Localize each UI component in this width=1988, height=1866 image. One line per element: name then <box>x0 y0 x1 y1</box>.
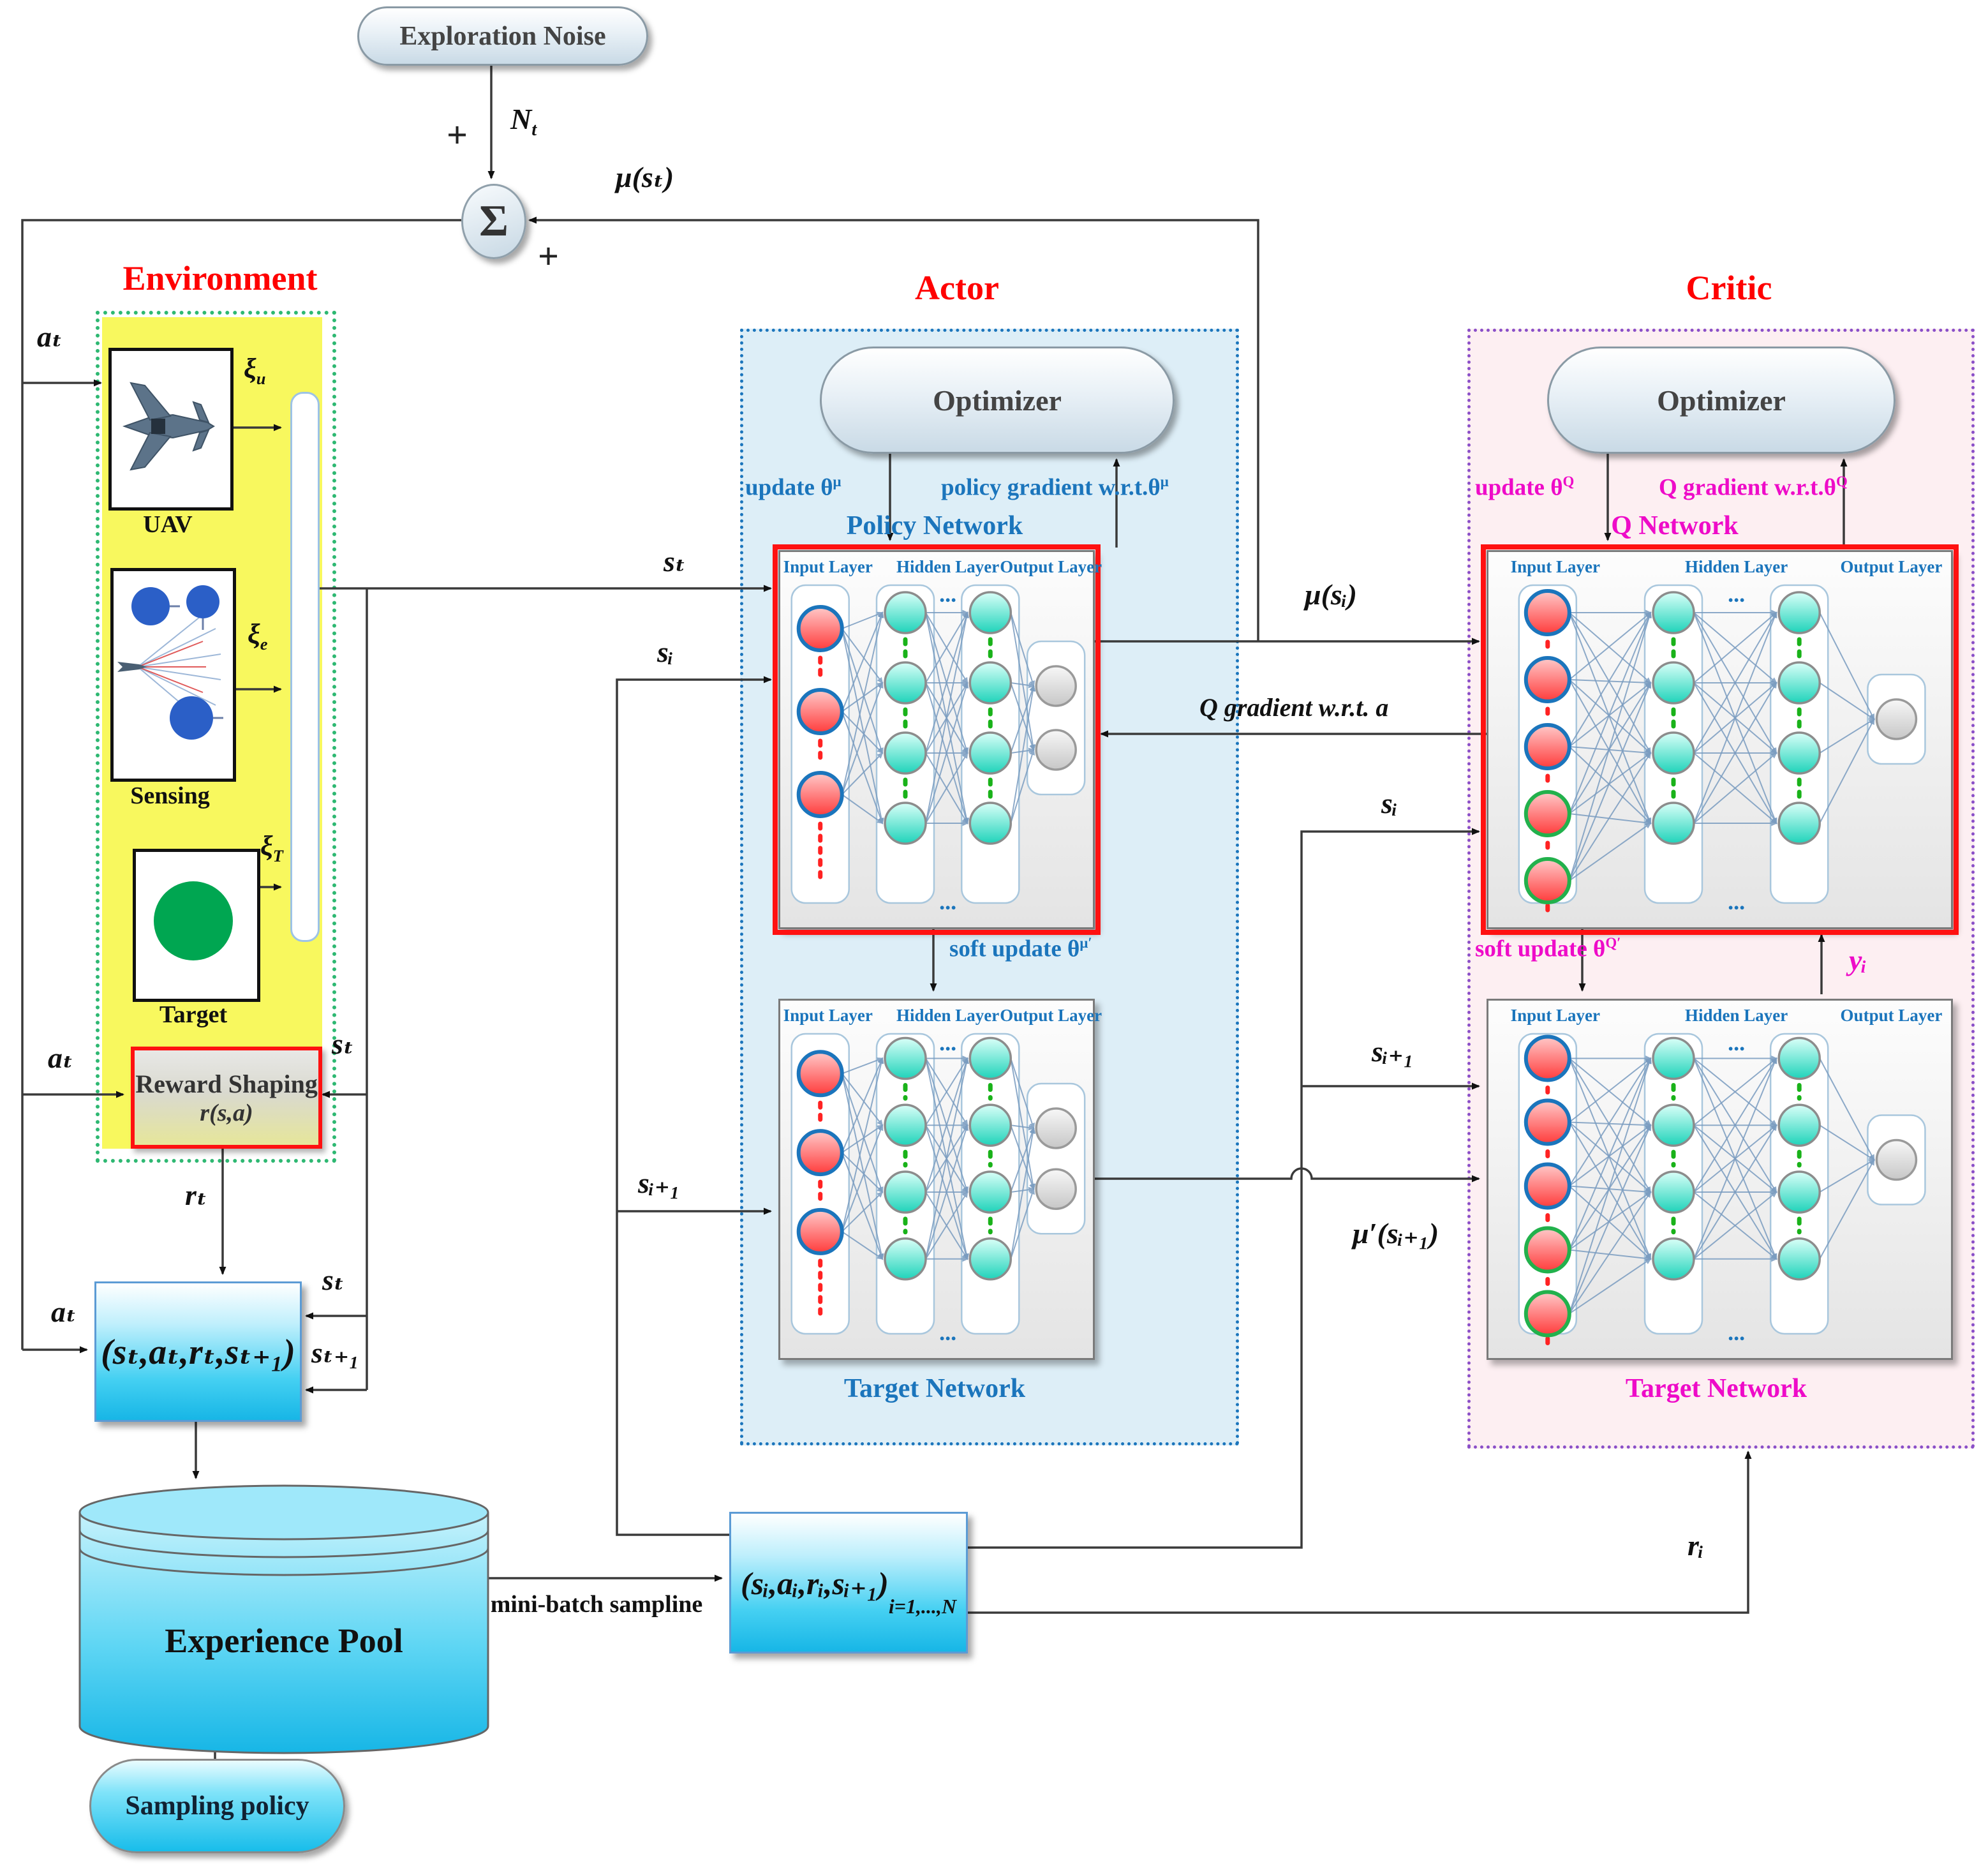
mu-prime-si1-label: μ′(sᵢ₊₁) <box>1353 1217 1439 1250</box>
svg-text:...: ... <box>1728 1320 1745 1345</box>
layer-label-input-layer: Input Layer <box>1510 1006 1600 1025</box>
layer-label-hidden-layer: Hidden Layer <box>896 557 1000 576</box>
s-i1-label-critic: sᵢ₊₁ <box>1372 1035 1414 1068</box>
batch-tuple-box: (sᵢ,aᵢ,rᵢ,sᵢ₊₁) i=1,...,N <box>729 1512 968 1653</box>
layer-label-input-layer: Input Layer <box>783 557 873 576</box>
svg-text:...: ... <box>1728 889 1745 914</box>
layer-label-input-layer: Input Layer <box>1510 557 1600 576</box>
uav-label: UAV <box>143 511 193 538</box>
critic-title: Critic <box>1686 269 1772 307</box>
s-i-label-actor: sᵢ <box>657 636 674 668</box>
svg-text:...: ... <box>939 1320 956 1345</box>
uav-image-box <box>108 348 234 511</box>
s-t-label-env: sₜ <box>332 1027 354 1060</box>
reward-shaping-box: Reward Shaping r(s,a) <box>131 1047 322 1149</box>
transition-tuple-box: (sₜ,aₜ,rₜ,sₜ₊₁) <box>94 1281 302 1422</box>
r-i-label: rᵢ <box>1688 1529 1704 1562</box>
a-t-label-transition: aₜ <box>51 1295 77 1328</box>
svg-text:...: ... <box>1728 1030 1745 1056</box>
actor-optimizer-node: Optimizer <box>820 347 1175 454</box>
mu-si-label: μ(sᵢ) <box>1305 578 1357 611</box>
critic-optimizer-label: Optimizer <box>1657 384 1786 417</box>
s-t1-label-transition: sₜ₊₁ <box>311 1336 360 1369</box>
sum-node: Σ <box>461 184 526 259</box>
critic-target-network: ...... Input Layer Hidden Layer Output Laye… <box>1487 999 1953 1360</box>
reward-shaping-label: Reward Shaping <box>135 1069 318 1098</box>
exploration-noise-label: Exploration Noise <box>399 21 606 51</box>
layer-label-hidden-layer: Hidden Layer <box>896 1006 1000 1025</box>
policy-network-label: Policy Network <box>846 511 1023 541</box>
layer-label-output-layer: Output Layer <box>1000 557 1102 576</box>
layer-label-hidden-layer: Hidden Layer <box>1684 1006 1788 1025</box>
svg-text:...: ... <box>939 889 956 914</box>
target-image-box <box>133 849 260 1002</box>
environment-title: Environment <box>122 259 318 297</box>
experience-pool-cylinder <box>78 1484 489 1754</box>
critic-target-network-label: Target Network <box>1625 1374 1807 1403</box>
sensing-icon <box>117 585 223 740</box>
noise-label: Nt <box>510 103 537 140</box>
s-i1-label-actor: sᵢ₊₁ <box>638 1167 681 1199</box>
critic-optimizer-node: Optimizer <box>1547 347 1895 454</box>
xi-e-label: ξe <box>248 618 268 653</box>
minibatch-sampling-label: mini-batch sampline <box>490 1591 703 1618</box>
plus-noise-sign: + <box>447 114 468 156</box>
layer-label-input-layer: Input Layer <box>783 1006 873 1025</box>
target-label: Target <box>159 1001 228 1028</box>
sensing-image-box <box>110 568 236 782</box>
a-t-label-top: aₜ <box>37 320 63 353</box>
actor-update-label: update θμ <box>745 474 842 501</box>
actor-target-network-label: Target Network <box>843 1374 1026 1403</box>
sampling-policy-node: Sampling policy <box>89 1759 345 1853</box>
state-collector-bar <box>290 392 320 942</box>
reward-function-label: r(s,a) <box>200 1099 253 1126</box>
actor-soft-update-label: soft update θμ′ <box>949 935 1092 962</box>
actor-title: Actor <box>915 269 999 307</box>
layer-label-output-layer: Output Layer <box>1000 1006 1102 1025</box>
s-i-label-critic: sᵢ <box>1381 787 1398 819</box>
layer-label-output-layer: Output Layer <box>1840 557 1943 576</box>
mu-st-label: μ(sₜ) <box>616 161 674 193</box>
q-network-label: Q Network <box>1611 511 1739 541</box>
critic-soft-update-label: soft update θQ′ <box>1475 935 1621 962</box>
a-t-label-reward: aₜ <box>48 1041 74 1074</box>
exploration-noise-node: Exploration Noise <box>357 6 648 66</box>
batch-tuple-label: (sᵢ,aᵢ,rᵢ,sᵢ₊₁) <box>740 1565 889 1601</box>
critic-update-label: update θQ <box>1475 474 1575 501</box>
svg-text:...: ... <box>1728 581 1745 607</box>
layer-label-output-layer: Output Layer <box>1840 1006 1943 1025</box>
experience-pool-label: Experience Pool <box>165 1622 403 1660</box>
xi-u-label: ξu <box>244 353 266 388</box>
critic-q-network: ...... Input Layer Hidden Layer Output Laye… <box>1481 544 1959 935</box>
s-t-label-transition: sₜ <box>322 1264 345 1296</box>
sigma-symbol: Σ <box>479 197 508 246</box>
batch-index-label: i=1,...,N <box>888 1595 957 1618</box>
r-t-label: rₜ <box>185 1179 207 1211</box>
sensing-label: Sensing <box>130 782 210 809</box>
s-t-label-actor: sₜ <box>664 545 686 578</box>
transition-tuple-label: (sₜ,aₜ,rₜ,sₜ₊₁) <box>101 1332 295 1372</box>
uav-jet-icon <box>122 382 215 471</box>
environment-box <box>96 311 336 1163</box>
q-grad-a-label: Q gradient w.r.t. a <box>1199 693 1389 722</box>
svg-text:...: ... <box>939 581 956 607</box>
actor-optimizer-label: Optimizer <box>933 384 1062 417</box>
critic-gradient-label: Q gradient w.r.t.θQ <box>1659 474 1848 501</box>
svg-text:...: ... <box>939 1030 956 1056</box>
y-i-label: yᵢ <box>1849 944 1867 976</box>
xi-t-label: ξT <box>260 830 283 865</box>
actor-gradient-label: policy gradient w.r.t.θμ <box>941 474 1169 501</box>
sampling-policy-label: Sampling policy <box>125 1791 309 1821</box>
layer-label-hidden-layer: Hidden Layer <box>1684 557 1788 576</box>
target-icon <box>154 881 233 960</box>
plus-mu-sign: + <box>538 235 560 277</box>
